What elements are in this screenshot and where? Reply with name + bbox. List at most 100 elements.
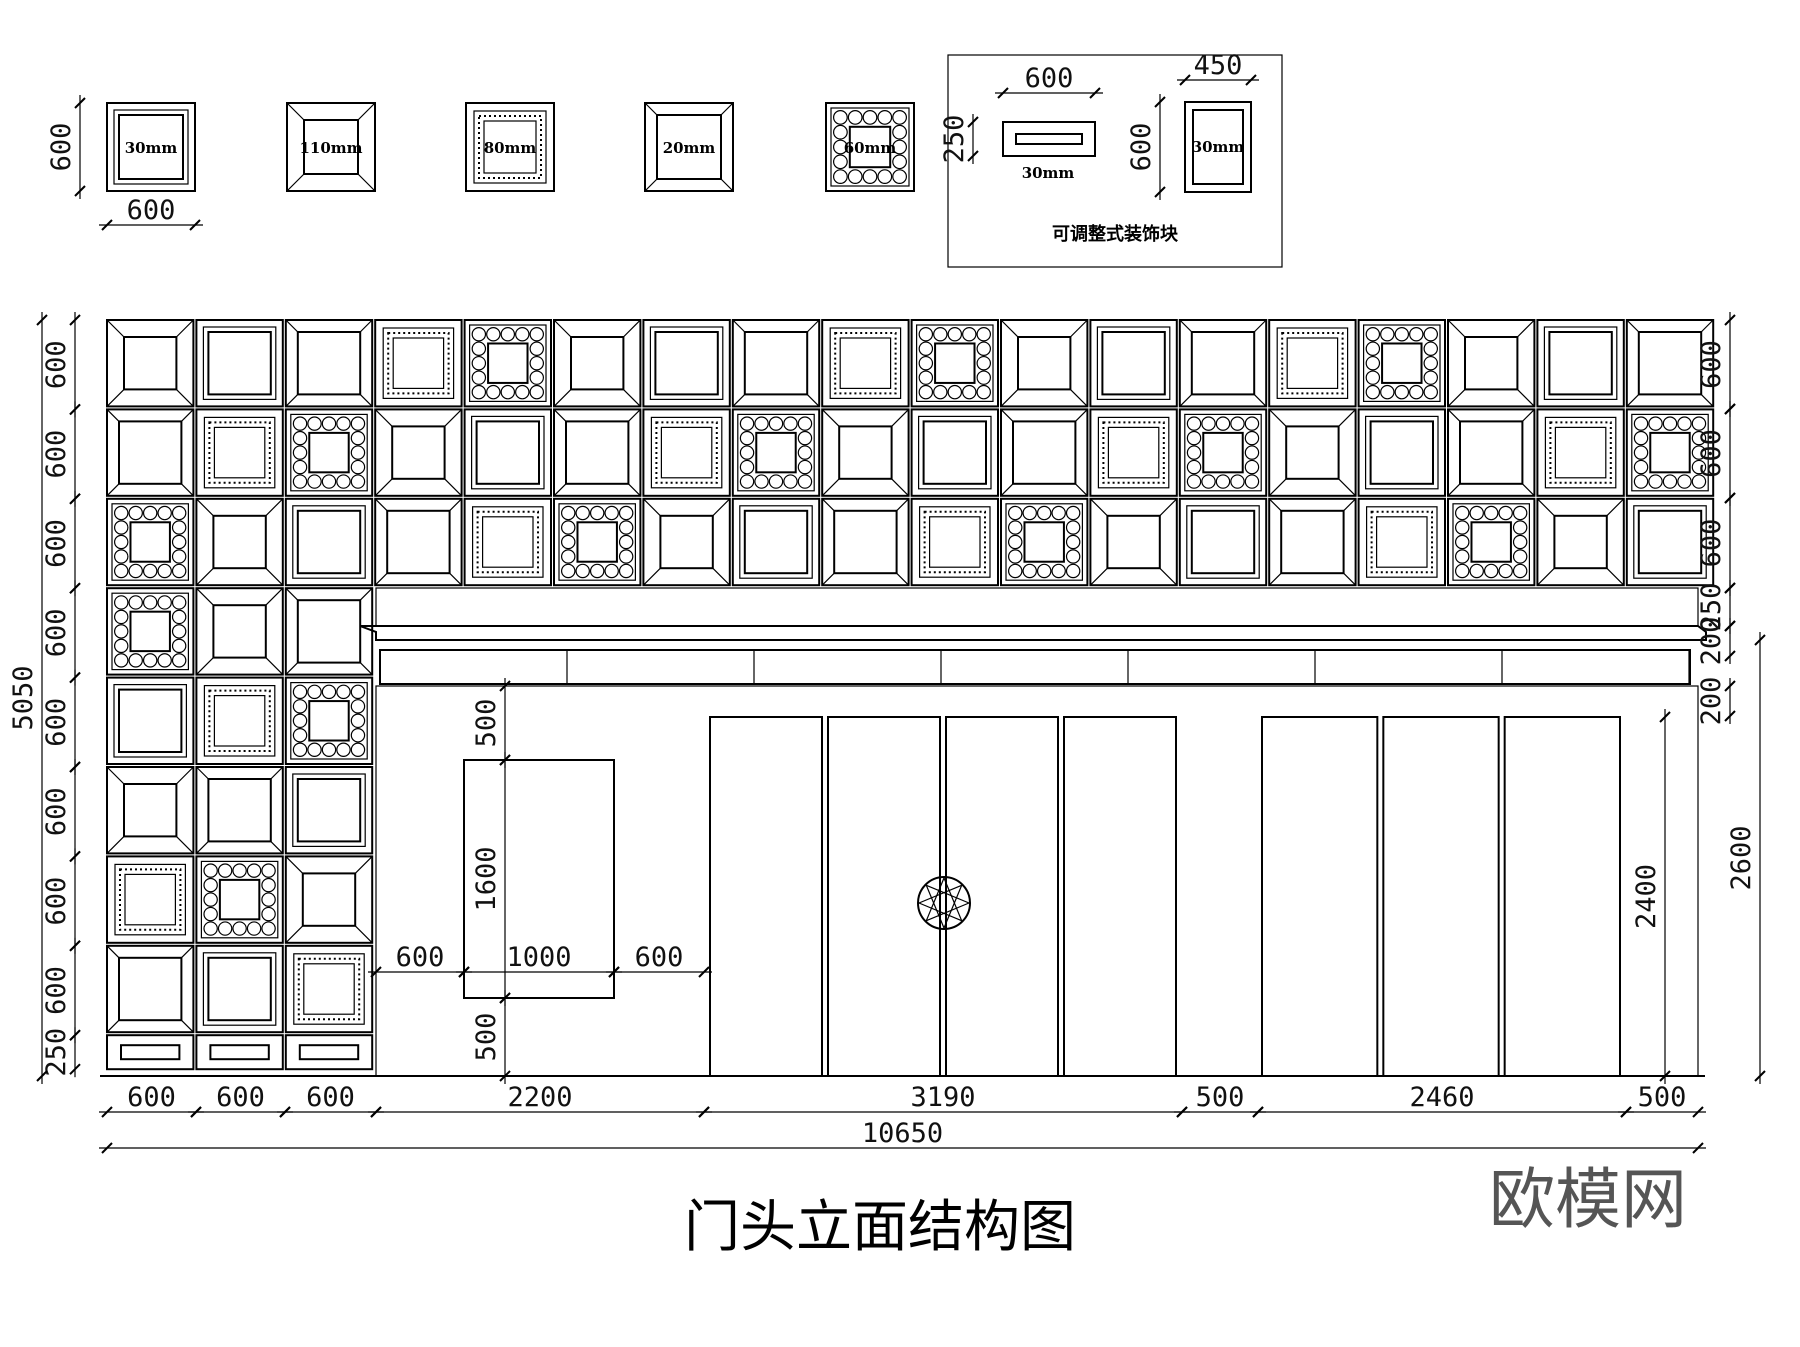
dimension-tick [1089,87,1101,99]
decorative-tile [1625,497,1715,587]
dimension-tick [69,850,81,863]
dimension-tick [101,1106,113,1118]
decorative-tile [731,319,821,408]
decorative-tile [284,319,374,408]
decorative-tile [642,319,731,408]
decorative-tile [286,102,376,192]
dimension-value: 600 [41,966,72,1015]
cornice-beam [359,625,1707,685]
decorative-tile [106,944,195,1034]
decorative-tile [195,408,284,497]
dimension-tick [69,493,81,505]
dimension-value: 600 [41,609,72,658]
decorative-tile [195,855,284,944]
dimension-tick [608,966,620,978]
decorative-tile [1178,319,1268,408]
dimension-value: 250 [1696,583,1727,632]
dimension-tick [69,671,81,684]
dimension-tick [1692,1142,1704,1154]
decorative-tile [1536,497,1625,587]
star-medallion-icon [917,876,971,930]
dimension-tick [69,403,81,416]
decorative-tile [465,102,555,192]
dimension-tick [1724,403,1736,415]
decorative-tile [1625,319,1715,408]
decorative-tile [195,497,284,587]
glass-door-panel [827,716,941,1077]
dimension-value: 2460 [1409,1082,1474,1113]
dimension-tick [1754,634,1766,646]
base-strip-tile [106,1034,195,1071]
dimension-tick [1692,1106,1704,1118]
decorative-tile [195,944,284,1034]
decorative-tile [374,497,463,587]
decorative-tile [731,408,821,497]
dimension-tick [499,1070,511,1082]
glass-door-panel [1382,716,1500,1077]
decorative-tile [821,319,910,408]
decorative-tile [463,497,553,587]
dimension-value: 600 [46,123,77,172]
decorative-tile [106,587,195,676]
dimension-tick [1659,1070,1671,1082]
decorative-tile [1268,408,1357,497]
dimension-tick [1659,711,1671,723]
glass-door-panel [945,716,1059,1077]
dimension-value: 600 [41,340,72,389]
decorative-tile [553,319,642,408]
decorative-tile [1089,319,1178,408]
dimension-value: 1600 [471,846,502,911]
adjustable-block-caption: 可调整式装饰块 [1052,223,1179,245]
vertical-adjustable-block [1184,101,1252,193]
decorative-tile [106,319,195,408]
dimension-value: 200 [1696,617,1727,666]
decorative-tile [106,408,195,497]
decorative-tile [284,408,374,497]
decorative-tile [1178,497,1268,587]
decorative-tile [731,497,821,587]
base-strip-tile [195,1034,284,1071]
dimension-tick [370,966,382,978]
dimension-value: 600 [127,195,176,226]
dimension-tick [1620,1106,1632,1118]
dimension-tick [1724,650,1736,662]
decorative-tile [195,319,284,408]
dimension-tick [1754,1070,1766,1082]
decorative-tile [1000,319,1089,408]
dimension-value: 450 [1194,50,1243,81]
dimension-tick [101,219,113,231]
dimension-tick [1724,582,1736,594]
dimension-tick [189,219,201,231]
upper-plaster-band [375,587,1699,627]
dimension-value: 600 [41,430,72,479]
decorative-tile [1268,319,1357,408]
dimension-tick [698,1106,710,1118]
decorative-tile [910,408,999,497]
decorative-tile [1447,319,1536,408]
decorative-tile [106,102,196,192]
dimension-tick [997,87,1009,99]
decorative-tile [284,944,374,1034]
decorative-tile [1268,497,1357,587]
dimension-value: 200 [1696,677,1727,726]
dimension-value: 600 [41,877,72,926]
dimension-value: 250 [41,1028,72,1077]
decorative-tile [1178,408,1268,497]
decorative-tile [644,102,734,192]
dimension-tick [1154,96,1166,108]
tile-size-label: 30mm [125,139,178,157]
dimension-value: 2200 [507,1082,572,1113]
dimension-tick [36,314,48,326]
decorative-tile [821,408,910,497]
decorative-tile [1089,408,1178,497]
dimension-value: 500 [471,1013,502,1062]
dimension-value: 5050 [8,665,39,730]
dimension-value: 2600 [1726,825,1757,890]
dimension-tick [190,1106,202,1118]
dimension-tick [36,1070,48,1082]
dimension-value: 600 [1696,429,1727,478]
decorative-tile [106,676,195,765]
dimension-tick [1724,314,1736,326]
decorative-tile [1357,408,1446,497]
